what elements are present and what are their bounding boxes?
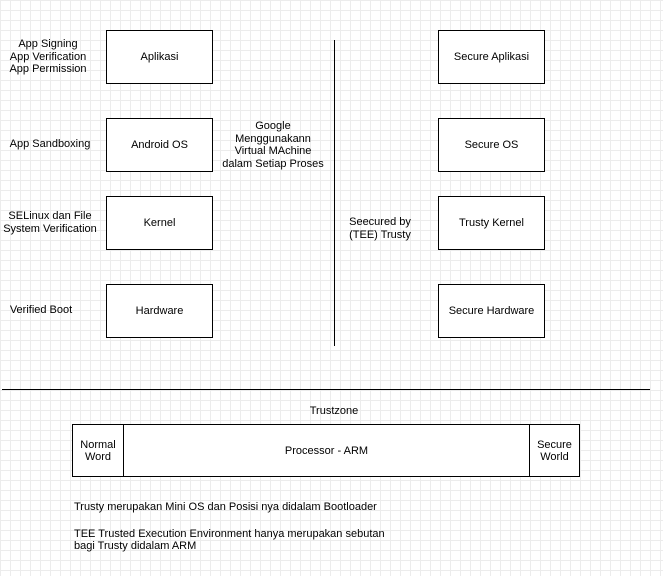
secure-world-line-1: Secure (537, 438, 572, 451)
trustzone-title: Trustzone (309, 405, 359, 417)
section-divider-line (2, 389, 650, 390)
aplikasi-box[interactable]: Aplikasi (106, 30, 213, 84)
app-verification-text: App Verification (9, 50, 87, 63)
aplikasi-text: Aplikasi (140, 51, 179, 63)
android-os-text: Android OS (131, 139, 188, 151)
processor-arm-text: Processor - ARM (284, 444, 369, 457)
secure-aplikasi-box[interactable]: Secure Aplikasi (438, 30, 545, 84)
selinux-label: SELinux dan File System Verification (2, 210, 98, 235)
tee-note: TEE Trusted Execution Environment hanya … (74, 528, 385, 552)
trusty-kernel-box[interactable]: Trusty Kernel (438, 196, 545, 250)
secure-hardware-text: Secure Hardware (448, 305, 535, 317)
google-vm-line-2: Menggunakann (235, 132, 311, 145)
secure-os-box[interactable]: Secure OS (438, 118, 545, 172)
app-sandboxing-label: App Sandboxing (9, 138, 91, 150)
google-vm-line-3: Virtual MAchine (234, 145, 312, 157)
google-vm-line-1: Google (255, 120, 291, 132)
secure-hardware-box[interactable]: Secure Hardware (438, 284, 545, 338)
secure-world-line-2: World (540, 450, 569, 463)
kernel-text: Kernel (143, 217, 176, 229)
normal-world-line-2: Word (84, 450, 112, 463)
kernel-box[interactable]: Kernel (106, 196, 213, 250)
google-vm-note: Google Menggunakann Virtual MAchine dala… (220, 120, 326, 170)
verified-boot-label: Verified Boot (9, 304, 73, 316)
tee-note-line-2: bagi Trusty didalam ARM (74, 540, 197, 552)
secured-by-line-2: (TEE) Trusty (349, 228, 411, 241)
app-security-label: App Signing App Verification App Permiss… (4, 38, 92, 76)
selinux-line-2: System Verification (3, 222, 97, 235)
processor-arm-cell[interactable]: Processor - ARM (124, 425, 529, 476)
trusty-kernel-text: Trusty Kernel (458, 217, 524, 229)
trusty-note: Trusty merupakan Mini OS dan Posisi nya … (74, 501, 377, 513)
selinux-line-1: SELinux dan File (8, 210, 92, 222)
trustzone-bar[interactable]: Normal Word Processor - ARM Secure World (72, 424, 580, 477)
hardware-box[interactable]: Hardware (106, 284, 213, 338)
tee-note-line-1: TEE Trusted Execution Environment hanya … (74, 528, 385, 540)
secured-by-note: Seecured by (TEE) Trusty (344, 216, 416, 241)
secure-os-text: Secure OS (464, 139, 519, 151)
app-signing-text: App Signing (18, 38, 78, 50)
secured-by-line-1: Seecured by (349, 216, 411, 228)
normal-world-cell[interactable]: Normal Word (73, 425, 124, 476)
secure-world-cell[interactable]: Secure World (529, 425, 579, 476)
google-vm-line-4: dalam Setiap Proses (222, 157, 324, 170)
app-permission-text: App Permission (9, 63, 87, 75)
secure-aplikasi-text: Secure Aplikasi (453, 51, 530, 63)
android-os-box[interactable]: Android OS (106, 118, 213, 172)
hardware-text: Hardware (135, 305, 184, 317)
normal-world-line-1: Normal (80, 438, 116, 451)
world-divider-line (334, 40, 335, 346)
